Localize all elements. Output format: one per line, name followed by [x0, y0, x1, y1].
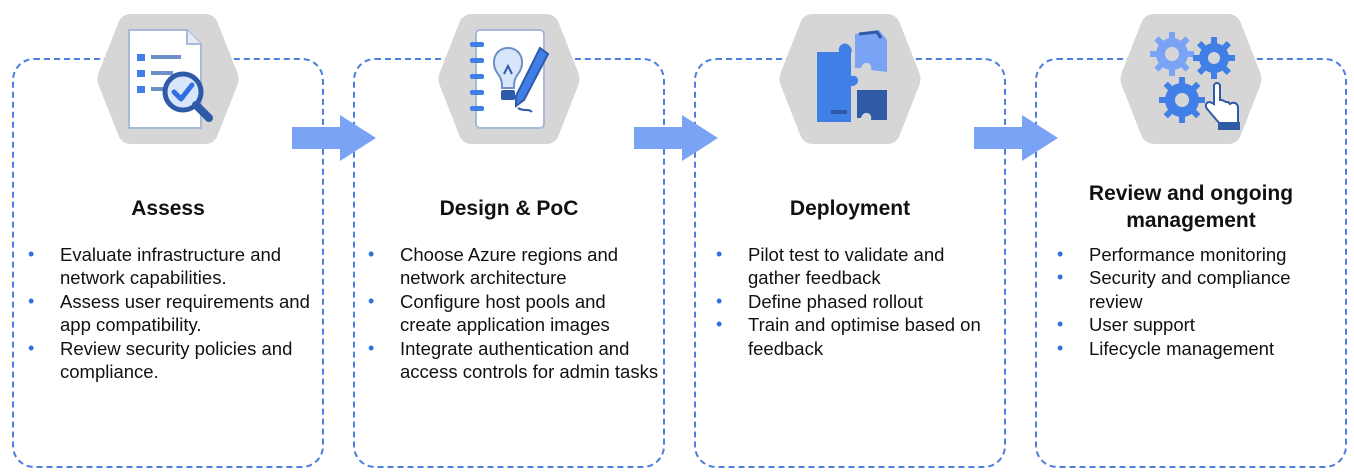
stage-title: Design & PoC — [439, 197, 579, 220]
flow-arrow-icon — [292, 115, 376, 161]
list-item: Integrate authentication and access cont… — [368, 337, 660, 384]
assess-icon-hexagon — [93, 4, 243, 154]
stage-title: Review and ongoing management — [1088, 182, 1294, 232]
list-item: Choose Azure regions and network archite… — [368, 243, 660, 290]
list-item: Evaluate infrastructure and network capa… — [28, 243, 318, 290]
list-item: Train and optimise based on feedback — [716, 313, 1000, 360]
stage-bullet-list: Pilot test to validate and gather feedba… — [716, 243, 1000, 360]
document-magnifier-checklist-icon — [128, 29, 213, 129]
list-item: Security and compliance review — [1057, 266, 1341, 313]
stage-bullet-list: Choose Azure regions and network archite… — [368, 243, 660, 383]
puzzle-pieces-icon — [817, 30, 887, 122]
flow-arrow-icon — [634, 115, 718, 161]
stage-bullet-list: Evaluate infrastructure and network capa… — [28, 243, 318, 383]
list-item: Pilot test to validate and gather feedba… — [716, 243, 1000, 290]
list-item: Assess user requirements and app compati… — [28, 290, 318, 337]
notebook-lightbulb-pen-icon — [470, 29, 550, 129]
review-icon-hexagon — [1116, 4, 1266, 154]
list-item: Configure host pools and create applicat… — [368, 290, 660, 337]
list-item: User support — [1057, 313, 1341, 337]
list-item: Lifecycle management — [1057, 337, 1341, 361]
design-icon-hexagon — [434, 4, 584, 154]
list-item: Performance monitoring — [1057, 243, 1341, 267]
flow-arrow-icon — [974, 115, 1058, 161]
stage-card-deployment: Deployment Pilot test to validate and ga… — [694, 58, 1006, 468]
stage-bullet-list: Performance monitoring Security and comp… — [1057, 243, 1341, 360]
stage-title: Assess — [131, 197, 205, 220]
list-item: Define phased rollout — [716, 290, 1000, 314]
deployment-icon-hexagon — [775, 4, 925, 154]
list-item: Review security policies and compliance. — [28, 337, 318, 384]
stage-title: Deployment — [789, 197, 911, 220]
gears-hand-pointer-icon — [1150, 32, 1240, 130]
